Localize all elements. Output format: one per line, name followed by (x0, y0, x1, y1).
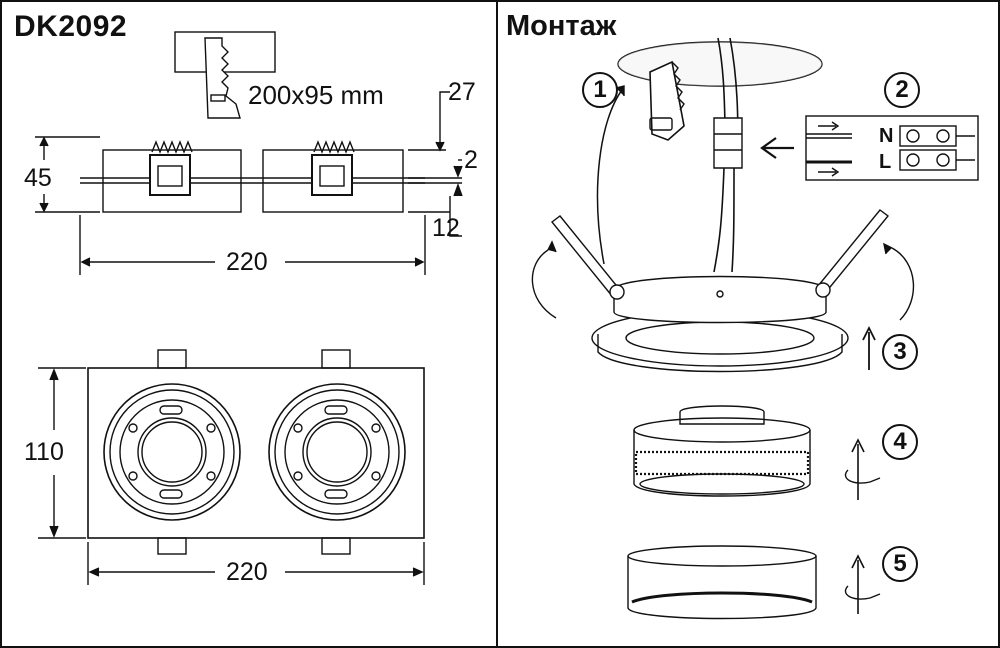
install-heading: Монтаж (506, 10, 617, 42)
up-arrow-step3 (862, 325, 876, 370)
side-view (80, 140, 425, 213)
neutral-label: N (879, 125, 894, 147)
dim-top-right: 27 (448, 78, 476, 106)
cutout-size-label: 200x95 mm (248, 80, 384, 110)
rotate-arrow-step4 (844, 438, 881, 500)
step-4-marker: 4 (882, 424, 918, 460)
cutout-saw-icon (174, 31, 276, 119)
wiring (713, 37, 743, 273)
lamp-module (633, 405, 811, 497)
dim-width-side: 220 (226, 248, 268, 276)
panel-divider (496, 0, 498, 648)
dim-width-front: 220 (226, 558, 268, 586)
dim-height-front: 110 (24, 438, 64, 466)
dim-flange: 2 (464, 146, 478, 174)
saw-tool-icon (649, 60, 685, 141)
step-1-marker: 1 (582, 72, 618, 108)
step-3-marker: 3 (882, 334, 918, 370)
wiring-diagram (760, 115, 979, 181)
live-label: L (879, 151, 892, 173)
step-2-marker: 2 (884, 72, 920, 108)
decor-ring (627, 545, 817, 620)
spring-clips (531, 209, 915, 321)
front-dimensions (38, 367, 425, 585)
fixture-housing (591, 275, 849, 373)
front-view (87, 349, 425, 555)
rotate-arrow-step5 (844, 554, 881, 614)
step-5-marker: 5 (882, 546, 918, 582)
dim-height-total: 45 (24, 164, 52, 192)
model-title: DK2092 (14, 10, 128, 43)
side-dimensions (35, 91, 463, 275)
